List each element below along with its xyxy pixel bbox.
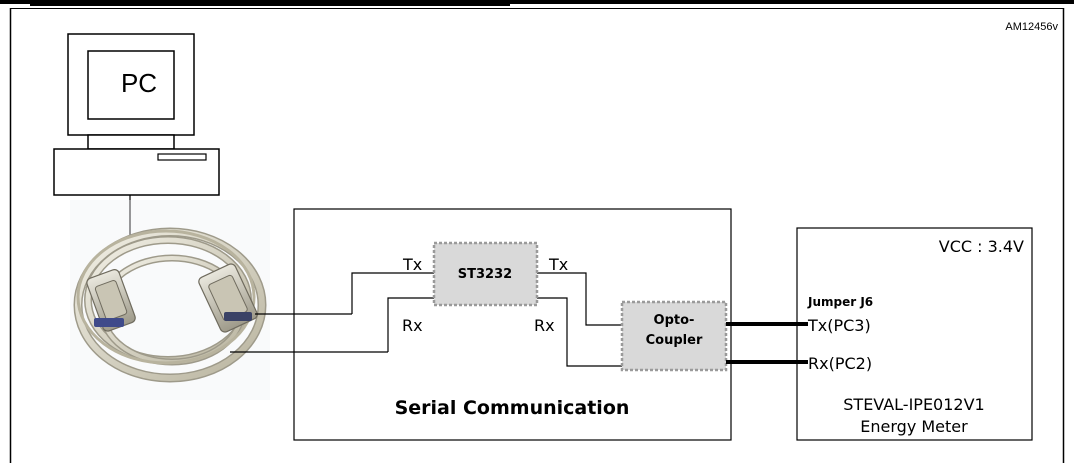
- wire-rx-in: [387, 297, 434, 352]
- figure-reference-code: AM12456v: [1005, 21, 1058, 33]
- vcc-label: VCC : 3.4V: [939, 237, 1024, 256]
- wire-rx-out: [537, 297, 622, 367]
- rx-pc2-label: Rx(PC2): [808, 354, 872, 373]
- pc-case: [53, 148, 220, 196]
- pc-label: PC: [121, 68, 157, 98]
- pc-monitor-stand: [87, 134, 175, 150]
- energy-meter-box: [796, 227, 1033, 441]
- rx-output-label: Rx: [534, 316, 555, 335]
- connector-blue-tab: [94, 318, 124, 327]
- st3232-chip: ST3232: [432, 241, 539, 307]
- meter-model-label: STEVAL-IPE012V1: [843, 395, 984, 414]
- disk-drive-slot: [157, 153, 207, 161]
- meter-type-label: Energy Meter: [860, 417, 968, 436]
- pc-screen: [87, 50, 175, 120]
- figure-frame: [9, 8, 1065, 463]
- optocoupler-label-line2: Coupler: [646, 333, 703, 348]
- st3232-label: ST3232: [458, 267, 512, 282]
- pc-monitor: [67, 33, 195, 150]
- pc-computer: PC: [53, 33, 220, 240]
- tx-output-label: Tx: [548, 255, 568, 274]
- tx-pc3-label: Tx(PC3): [807, 316, 871, 335]
- optocoupler-label-line1: Opto-: [654, 313, 695, 328]
- tx-input-label: Tx: [402, 255, 422, 274]
- connector-dark-tab: [224, 312, 252, 321]
- serial-cable-image: [70, 200, 270, 400]
- rx-input-label: Rx: [402, 316, 423, 335]
- serial-communication-title: Serial Communication: [395, 397, 630, 419]
- db9-connector-left: [86, 269, 136, 332]
- optocoupler-chip: Opto- Coupler: [620, 300, 728, 372]
- wire-tx-in: [351, 272, 434, 314]
- caption-remnant: [30, 0, 510, 6]
- jumper-j6-label: Jumper J6: [807, 295, 873, 309]
- wire-tx-out: [537, 272, 622, 326]
- figure-top-bar: [0, 0, 1074, 4]
